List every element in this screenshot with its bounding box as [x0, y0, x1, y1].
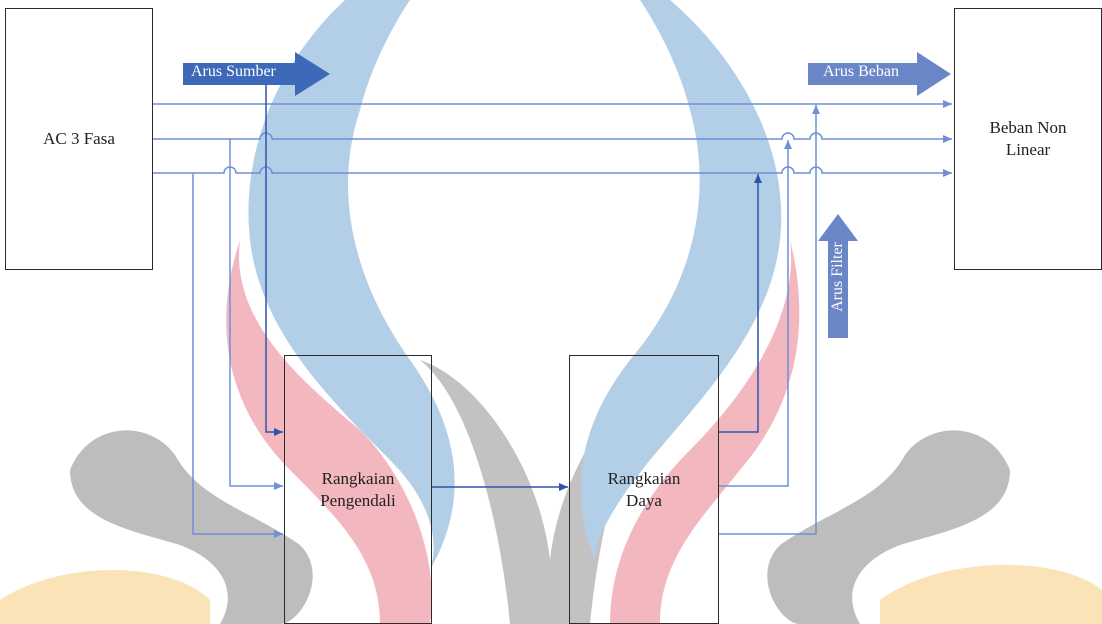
- load-current-label: Arus Beban: [823, 63, 899, 81]
- source-current-label: Arus Sumber: [191, 63, 276, 81]
- source-label: AC 3 Fasa: [43, 128, 115, 150]
- power-box: Rangkaian Daya: [569, 355, 719, 624]
- controller-box: Rangkaian Pengendali: [284, 355, 432, 624]
- controller-label: Rangkaian Pengendali: [320, 468, 396, 512]
- power-label: Rangkaian Daya: [608, 468, 681, 512]
- load-label: Beban Non Linear: [990, 117, 1067, 161]
- load-box: Beban Non Linear: [954, 8, 1102, 270]
- watermark-yellow-right: [880, 565, 1102, 624]
- watermark-yellow-left: [0, 570, 210, 624]
- source-box: AC 3 Fasa: [5, 8, 153, 270]
- filter-current-label: Arus Filter: [829, 242, 847, 312]
